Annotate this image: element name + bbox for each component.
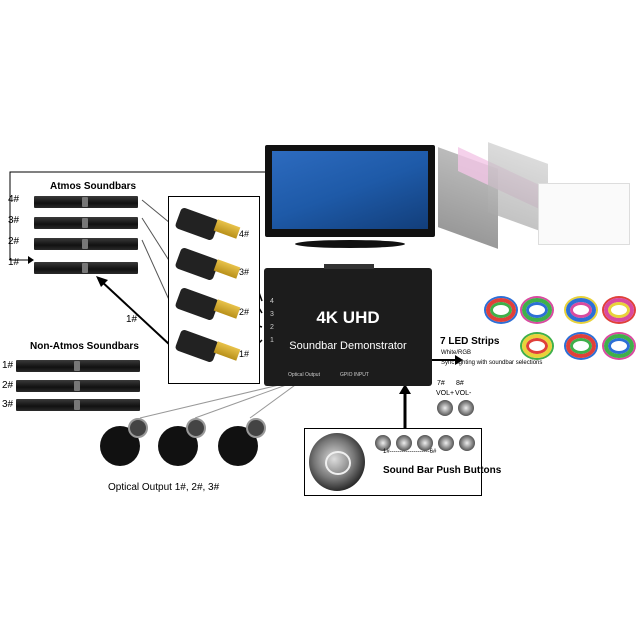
led-title: 7 LED Strips [440,336,500,347]
hdmi-plug-2 [174,286,241,322]
hdmi-label-3: 3# [239,267,250,277]
optical-connector-1 [100,418,150,468]
atmos-label-4: 4# [8,194,20,205]
vol-down-button [458,400,474,416]
led-strip-coil [522,334,552,358]
non-atmos-label-1: 1# [2,360,14,371]
device-port-label-4: 4 [270,298,274,305]
atmos-soundbar-4 [34,196,138,208]
non-atmos-soundbar-3 [16,399,140,411]
button-range-label: 1#--------------------6# [383,449,437,455]
atmos-label-3: 3# [8,215,20,226]
tv-screen [265,145,435,237]
small-push-buttons [375,435,485,455]
atmos-soundbar-2 [34,238,138,250]
atmos-label-1: 1# [8,257,20,268]
faded-soundbar-display [438,142,638,283]
vol-up-number: 7# [437,380,445,387]
push-buttons-title: Sound Bar Push Buttons [383,465,502,476]
tv-stand [295,240,405,248]
led-strip-coil [604,298,634,322]
vol-up-label: VOL+ [436,390,455,397]
device-port-label-1: 1 [270,337,274,344]
led-line1: White/RGB [441,350,472,356]
led-strip-coil [486,298,516,322]
led-strip-coil [566,334,596,358]
vol-up-button [437,400,453,416]
led-strip-coil [604,334,634,358]
atmos-title: Atmos Soundbars [50,181,137,192]
hdmi-label-2: 2# [239,307,250,317]
atmos-label-2: 2# [8,236,20,247]
led-strip-coil [566,298,596,322]
non-atmos-title: Non-Atmos Soundbars [30,341,139,352]
device-optical-label: Optical Output [288,372,320,378]
device-port-label-2: 2 [270,324,274,331]
device-port-label-3: 3 [270,311,274,318]
device-title: 4K UHD [316,308,380,327]
hdmi-label-1: 1# [239,349,250,359]
atmos-link-label: 1# [126,314,138,325]
hdmi-label-4: 4# [239,229,250,239]
non-atmos-label-3: 3# [2,399,14,410]
hdmi-cable-frame: 4# 3# 2# 1# [168,196,260,384]
device-subtitle: Soundbar Demonstrator [289,340,407,352]
atmos-soundbar-3 [34,217,138,229]
hdmi-plug-3 [174,246,241,282]
led-line2: Sync lighting with soundbar selections [441,360,543,366]
vol-down-number: 8# [456,380,464,387]
demonstrator-device: 4K UHD Soundbar Demonstrator 4 3 2 1 Opt… [264,264,432,386]
tv [265,145,435,250]
optical-connector-2 [158,418,208,468]
non-atmos-soundbar-1 [16,360,140,372]
device-gpio-label: GPIO INPUT [340,372,369,378]
atmos-soundbar-1 [34,262,138,274]
led-strip-coil [522,298,552,322]
vol-down-label: VOL- [455,390,472,397]
push-button-frame: 1#--------------------6# Sound Bar Push … [304,428,501,496]
optical-caption: Optical Output 1#, 2#, 3# [108,482,220,493]
optical-connector-3 [218,418,268,468]
hdmi-plug-1 [174,328,241,364]
non-atmos-soundbar-2 [16,380,140,392]
hdmi-plug-4 [174,206,241,242]
non-atmos-label-2: 2# [2,380,14,391]
large-push-button [309,433,365,491]
